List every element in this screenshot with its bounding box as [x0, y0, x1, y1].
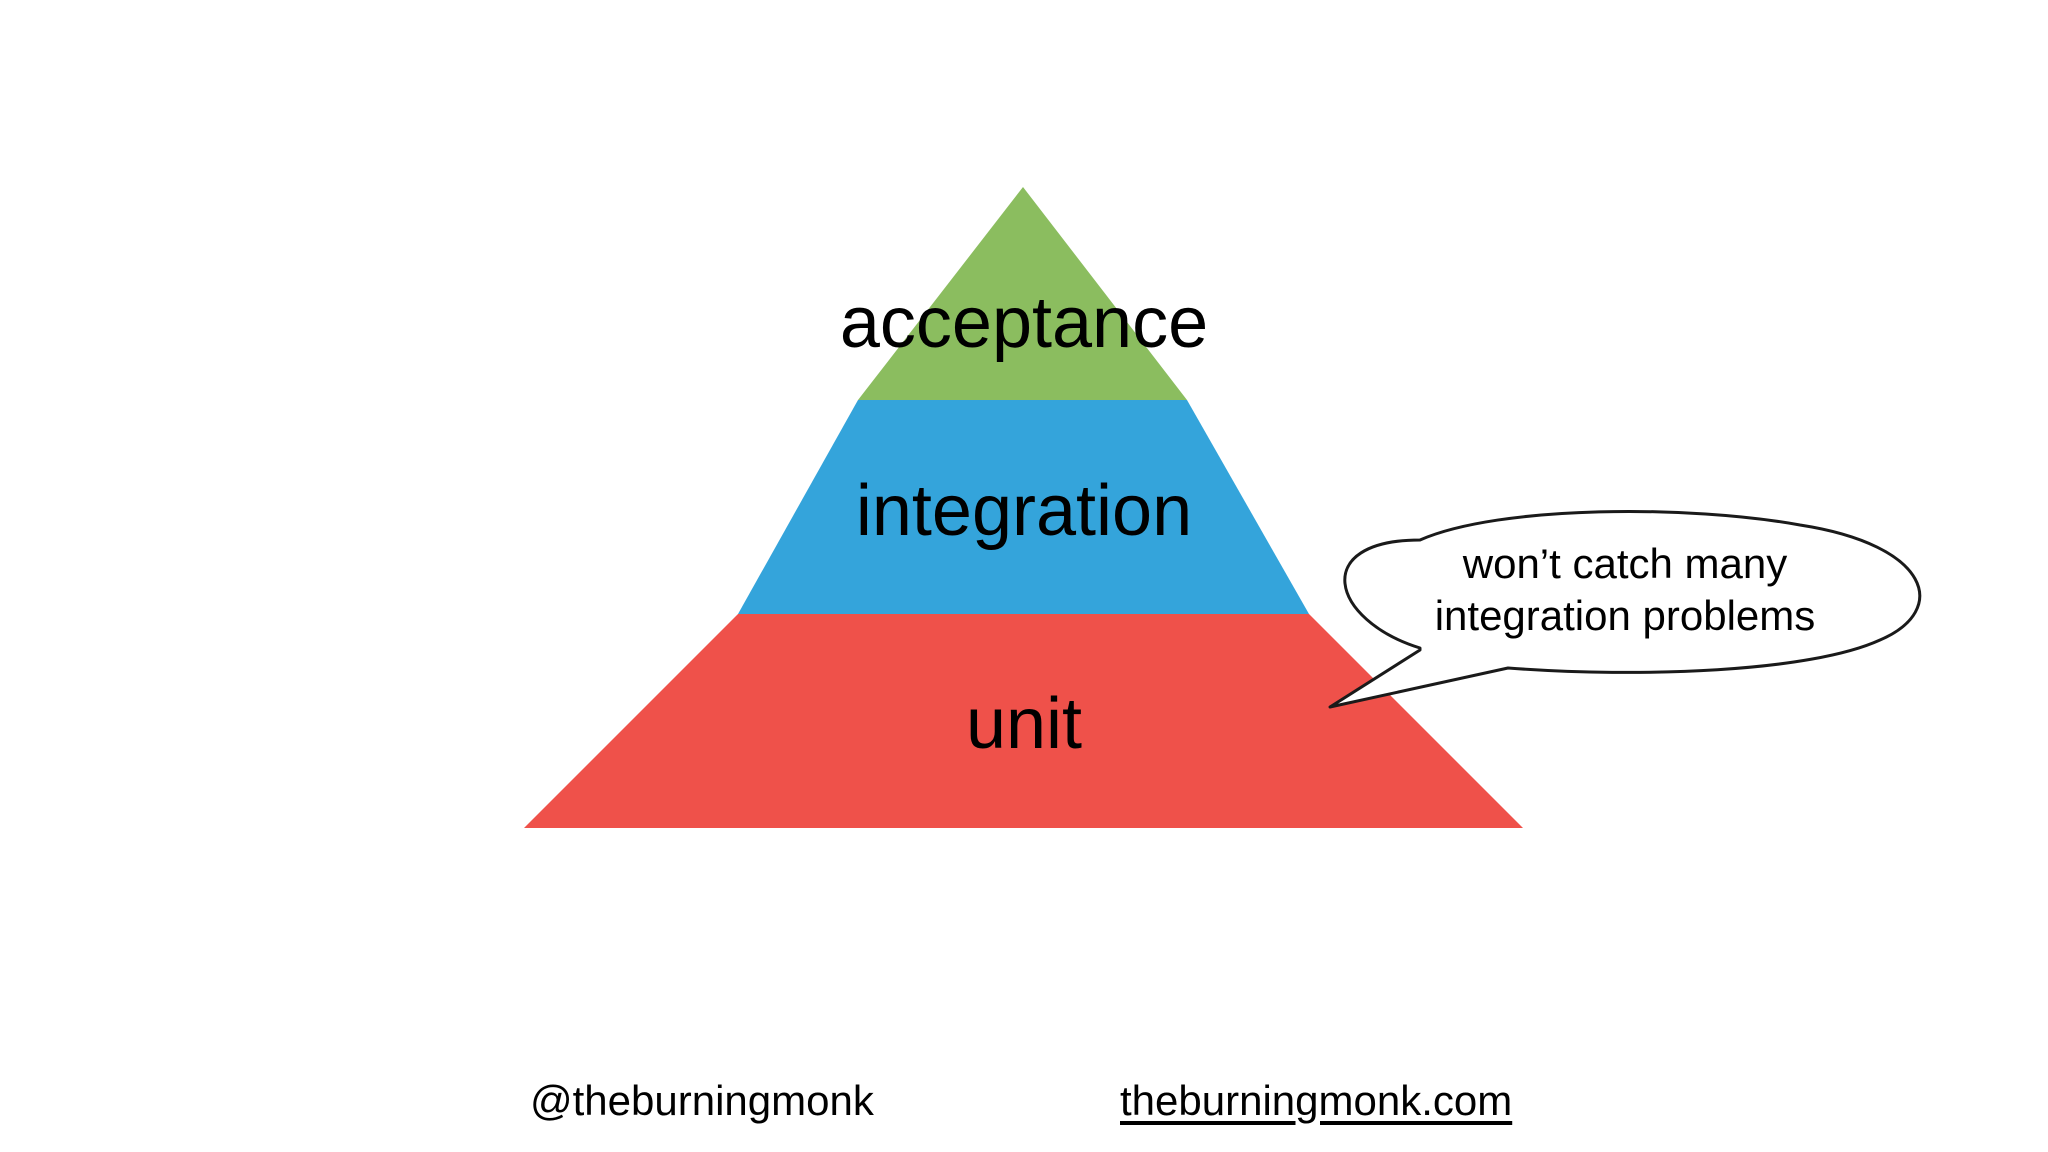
speech-bubble: [1328, 510, 1922, 709]
speech-bubble-text: won’t catch many integration problems: [1330, 538, 1920, 642]
twitter-handle: @theburningmonk: [530, 1077, 874, 1124]
pyramid-tier-acceptance: [858, 187, 1187, 400]
pyramid-tier-integration: [738, 400, 1309, 614]
tier-label-acceptance: acceptance: [839, 283, 1209, 363]
website-link[interactable]: theburningmonk.com: [1120, 1077, 1513, 1124]
speech-bubble-line-2: integration problems: [1434, 592, 1816, 639]
tier-label-unit: unit: [965, 684, 1083, 764]
tier-label-integration: integration: [855, 471, 1193, 551]
speech-bubble-line-1: won’t catch many: [1462, 540, 1788, 587]
speech-bubble-shape: [1328, 510, 1922, 709]
pyramid-tier-unit: [524, 614, 1523, 828]
